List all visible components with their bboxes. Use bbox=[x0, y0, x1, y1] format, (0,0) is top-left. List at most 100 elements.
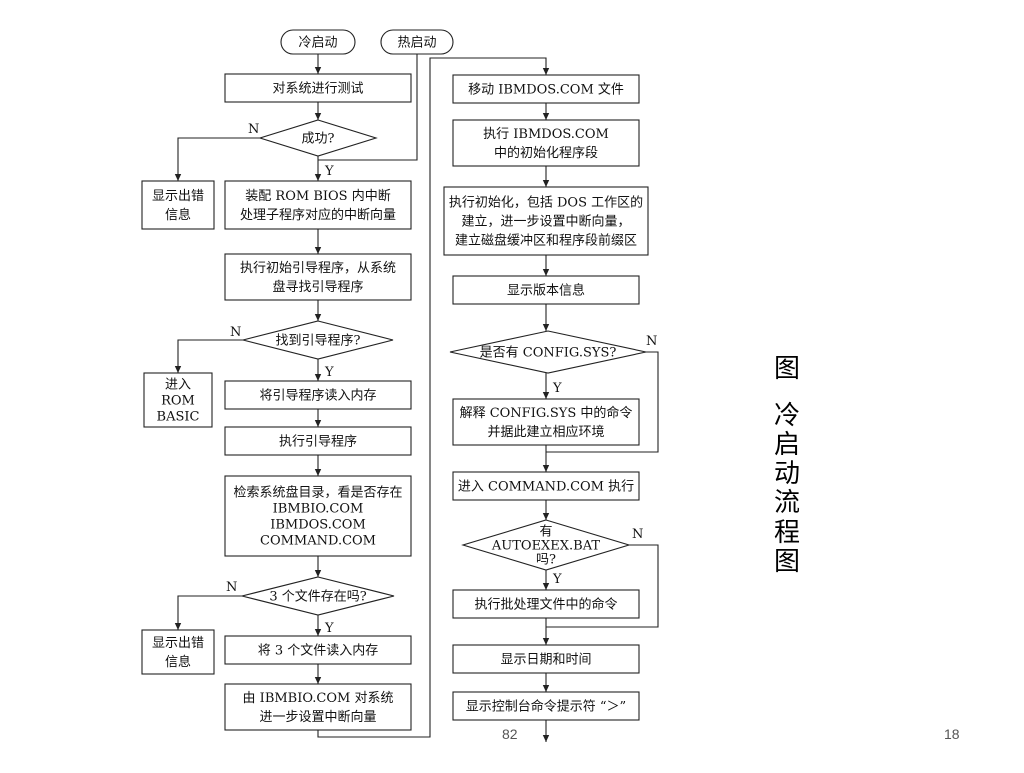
arrowhead bbox=[314, 420, 322, 427]
node-text-line: 进入 COMMAND.COM 执行 bbox=[458, 480, 634, 495]
flowchart-nodes: 冷启动热启动对系统进行测试成功?显示出错信息装配 ROM BIOS 内中断处理子… bbox=[141, 29, 649, 731]
flow-node-show-prompt: 显示控制台命令提示符 “＞” bbox=[452, 691, 640, 721]
flow-node-read-three: 将 3 个文件读入内存 bbox=[224, 635, 412, 665]
process-box bbox=[443, 186, 649, 256]
arrowhead bbox=[174, 366, 182, 373]
node-text-line: 移动 IBMDOS.COM 文件 bbox=[468, 83, 624, 98]
arrowhead bbox=[542, 180, 550, 187]
process-box bbox=[452, 589, 640, 619]
node-text-line: COMMAND.COM bbox=[260, 534, 376, 549]
terminal-oval bbox=[380, 29, 454, 55]
flow-node-config-sys-q: 是否有 CONFIG.SYS? bbox=[449, 330, 647, 374]
node-text-line: 信息 bbox=[165, 207, 191, 223]
decision-diamond bbox=[242, 320, 394, 360]
flow-node-exec-batch: 执行批处理文件中的命令 bbox=[452, 589, 640, 619]
side-caption-char: 程 bbox=[773, 517, 800, 548]
edge-label-autoexec-n: N bbox=[632, 527, 643, 542]
edge-label-files-y: Y bbox=[324, 621, 334, 636]
edge-label-found-n: N bbox=[230, 325, 241, 340]
arrowhead bbox=[542, 324, 550, 331]
flow-node-move-ibmdos: 移动 IBMDOS.COM 文件 bbox=[452, 74, 640, 104]
side-caption-spacer bbox=[770, 384, 804, 402]
node-text-line: 找到引导程序? bbox=[276, 334, 361, 349]
node-text-line: 吗? bbox=[536, 553, 556, 568]
page-number-right: 18 bbox=[944, 726, 960, 742]
process-box bbox=[452, 644, 640, 674]
flow-node-three-files-q: 3 个文件存在吗? bbox=[241, 576, 395, 616]
node-text-line: 冷启动 bbox=[298, 36, 337, 51]
side-caption-char: 冷 bbox=[773, 401, 800, 432]
side-caption-char: 图 bbox=[773, 354, 800, 384]
node-text-line: 执行初始化，包括 DOS 工作区的 bbox=[449, 195, 643, 211]
decision-diamond bbox=[449, 330, 647, 374]
decision-diamond bbox=[461, 519, 631, 571]
edge-success-no bbox=[177, 137, 260, 181]
side-caption-char: 启 bbox=[773, 430, 800, 461]
arrowhead bbox=[314, 113, 322, 120]
node-text-line: 执行引导程序 bbox=[279, 435, 357, 450]
edge-cross-column bbox=[317, 57, 547, 738]
process-box bbox=[141, 180, 215, 230]
arrowhead bbox=[314, 677, 322, 684]
node-text-line: 并据此建立相应环境 bbox=[487, 424, 604, 440]
node-text-line: 检索系统盘目录，看是否存在 bbox=[233, 485, 402, 501]
edge-config-no bbox=[546, 351, 659, 453]
process-box bbox=[452, 275, 640, 305]
edge-found-no bbox=[177, 339, 243, 373]
process-box bbox=[452, 74, 640, 104]
process-box bbox=[224, 426, 412, 456]
node-text-line: 由 IBMBIO.COM 对系统 bbox=[243, 691, 394, 706]
node-text-line: AUTOEXEX.BAT bbox=[491, 539, 601, 554]
node-text-line: 显示出错 bbox=[152, 636, 204, 651]
terminal-oval bbox=[280, 29, 356, 55]
node-text-line: 将引导程序读入内存 bbox=[259, 388, 376, 404]
node-text-line: ROM bbox=[161, 394, 195, 409]
arrowhead bbox=[314, 629, 322, 636]
edge-label-autoexec-y: Y bbox=[552, 572, 562, 587]
node-text-line: 有 bbox=[539, 525, 552, 540]
flow-node-warm-start: 热启动 bbox=[380, 29, 454, 55]
node-text-line: 是否有 CONFIG.SYS? bbox=[480, 346, 617, 361]
arrowhead bbox=[542, 583, 550, 590]
arrowhead bbox=[314, 174, 322, 181]
node-text-line: 对系统进行测试 bbox=[272, 82, 363, 97]
arrowhead bbox=[174, 623, 182, 630]
edge-autoexec-no bbox=[546, 544, 659, 628]
edge-files-no bbox=[177, 595, 242, 630]
node-text-line: 处理子程序对应的中断向量 bbox=[240, 207, 396, 223]
flow-node-show-version: 显示版本信息 bbox=[452, 275, 640, 305]
decision-diamond bbox=[258, 119, 378, 157]
process-box bbox=[143, 372, 213, 428]
node-text-line: 执行 IBMDOS.COM bbox=[483, 127, 609, 142]
node-text-line: IBMBIO.COM bbox=[273, 502, 364, 517]
node-text-line: 3 个文件存在吗? bbox=[269, 590, 366, 605]
node-text-line: 热启动 bbox=[397, 36, 436, 51]
flow-node-success-q: 成功? bbox=[258, 119, 378, 157]
decision-diamond bbox=[241, 576, 395, 616]
arrowhead bbox=[542, 465, 550, 472]
arrowhead bbox=[314, 247, 322, 254]
arrowhead bbox=[314, 67, 322, 74]
arrowhead bbox=[542, 513, 550, 520]
process-box bbox=[224, 475, 412, 557]
flow-node-cold-start: 冷启动 bbox=[280, 29, 356, 55]
node-text-line: 建立磁盘缓冲区和程序段前缀区 bbox=[455, 233, 637, 249]
edge-label-config-n: N bbox=[646, 334, 657, 349]
node-text-line: 显示控制台命令提示符 “＞” bbox=[466, 699, 626, 715]
node-text-line: 信息 bbox=[165, 654, 191, 670]
node-text-line: 显示版本信息 bbox=[507, 283, 585, 299]
node-text-line: 中的初始化程序段 bbox=[494, 145, 598, 161]
arrowhead bbox=[542, 113, 550, 120]
node-text-line: 进一步设置中断向量 bbox=[259, 709, 376, 725]
node-text-line: 解释 CONFIG.SYS 中的命令 bbox=[460, 405, 633, 421]
node-text-line: 建立，进一步设置中断向量， bbox=[461, 214, 630, 230]
arrowhead bbox=[542, 638, 550, 645]
